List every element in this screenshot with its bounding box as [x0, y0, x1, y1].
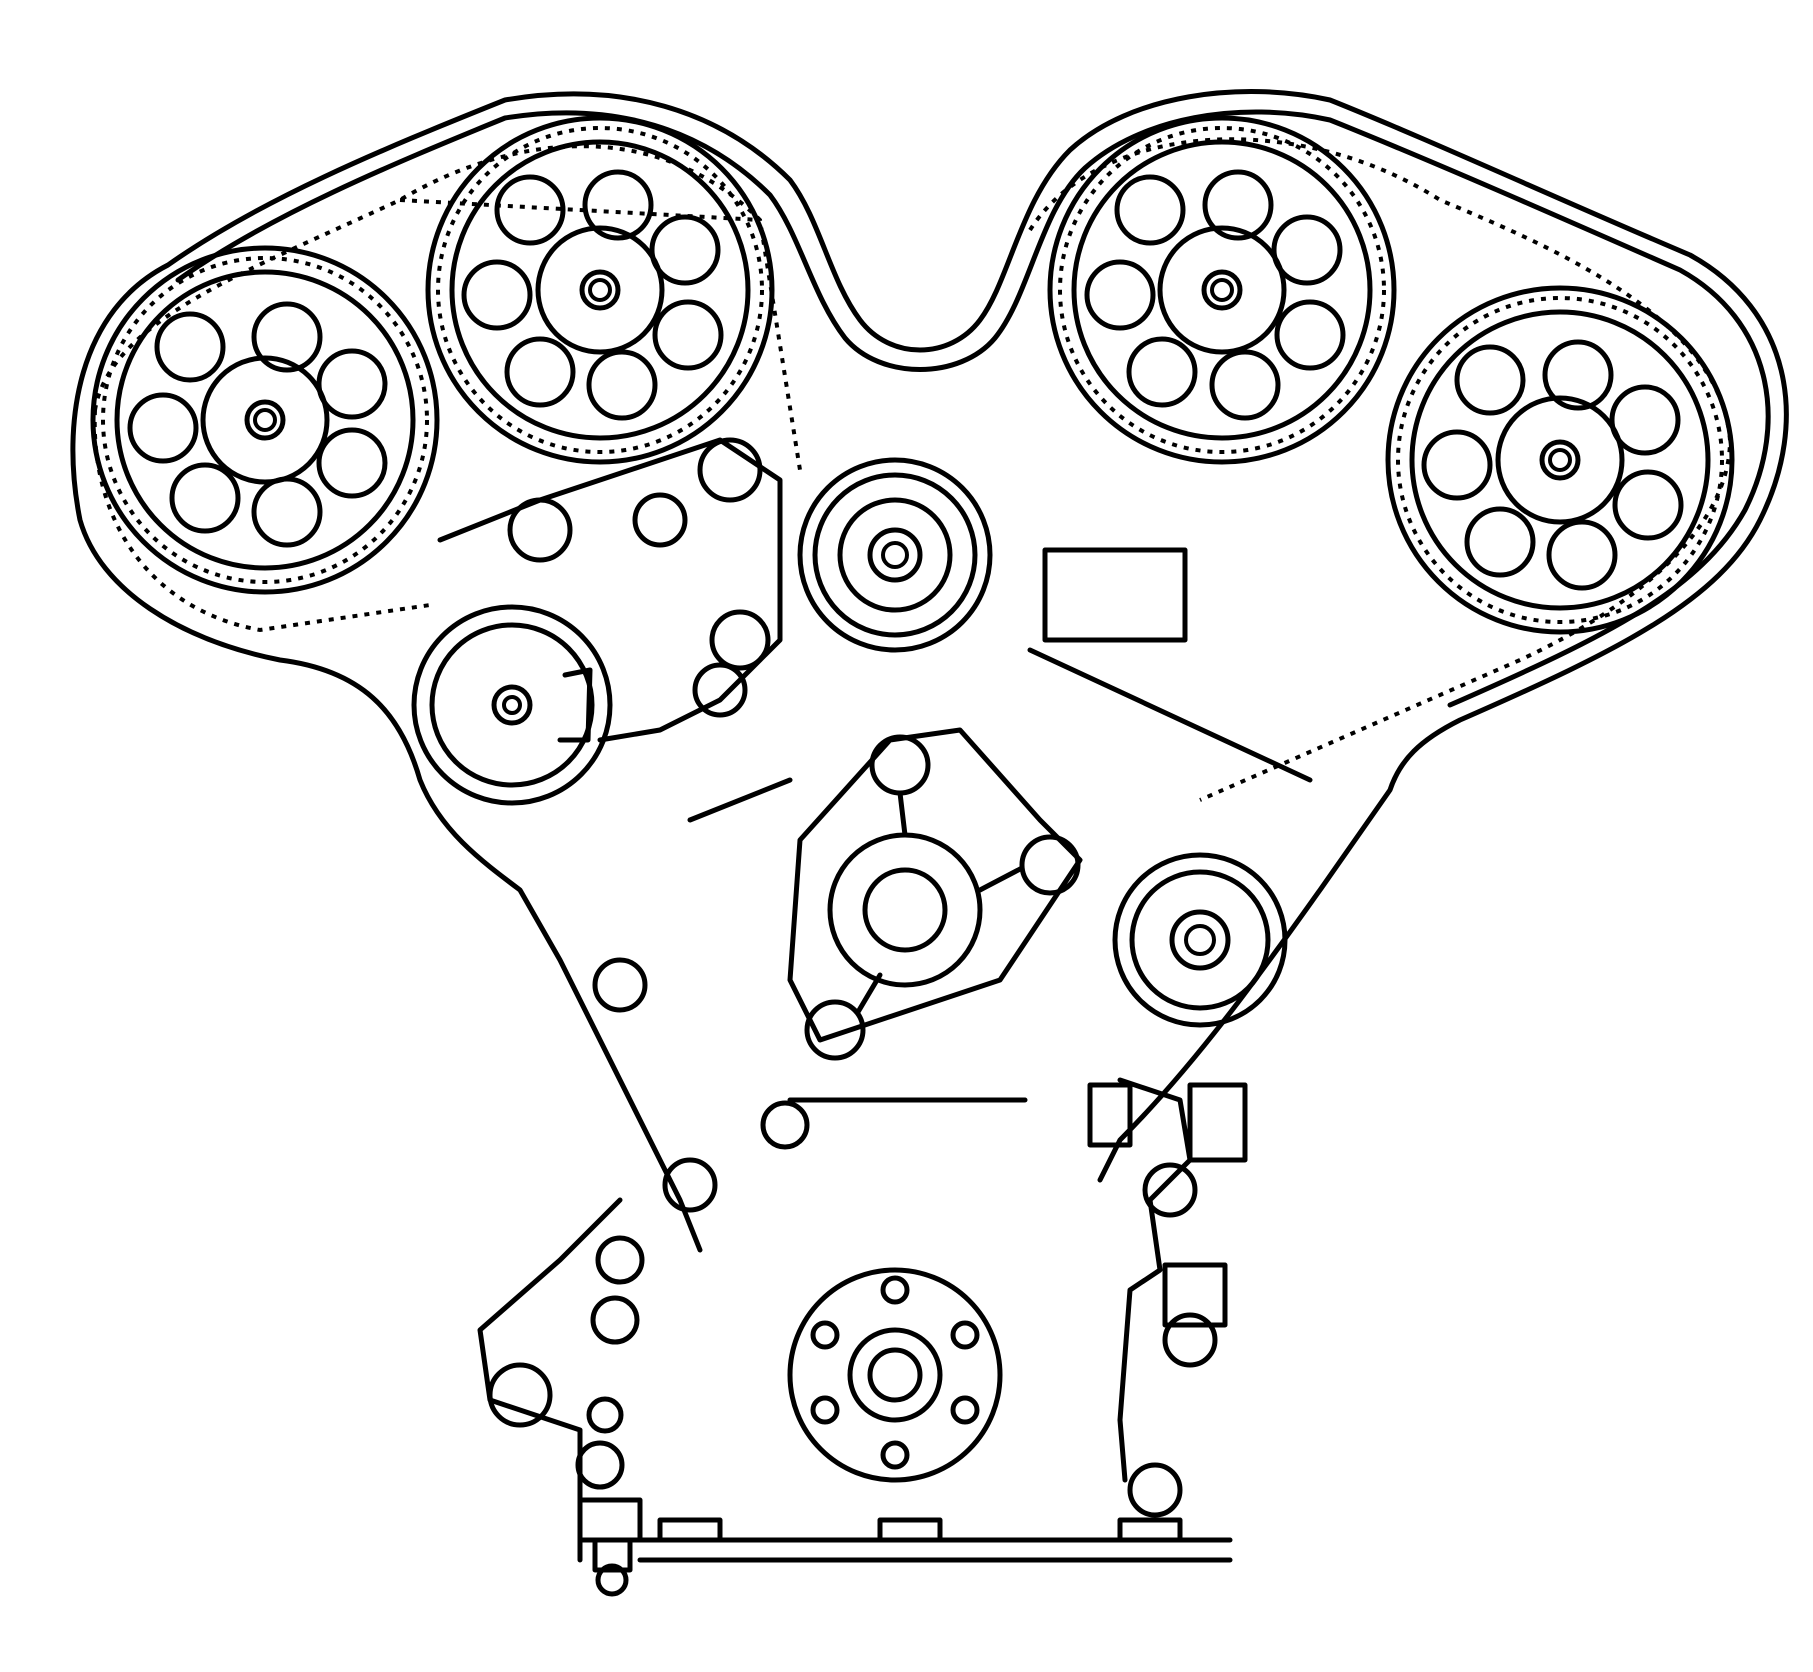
upper-center-idler — [797, 457, 993, 653]
water-pump-pulley — [787, 727, 1083, 1061]
cam-sprocket-right-inner — [1047, 115, 1397, 465]
right-idler — [1112, 852, 1288, 1028]
cam-sprocket-left-outer — [90, 245, 440, 595]
cam-sprocket-left-inner — [425, 115, 775, 465]
bottom-bolt — [577, 1497, 643, 1597]
belt-tensioner — [411, 604, 613, 806]
crankshaft-sprocket — [787, 1267, 1003, 1483]
outer-cover-outline — [70, 89, 1789, 1253]
lower-block — [477, 957, 1248, 1563]
timing-belt — [92, 137, 1733, 802]
cam-sprocket-right-outer — [1385, 285, 1735, 635]
center-bracket — [437, 437, 1313, 823]
